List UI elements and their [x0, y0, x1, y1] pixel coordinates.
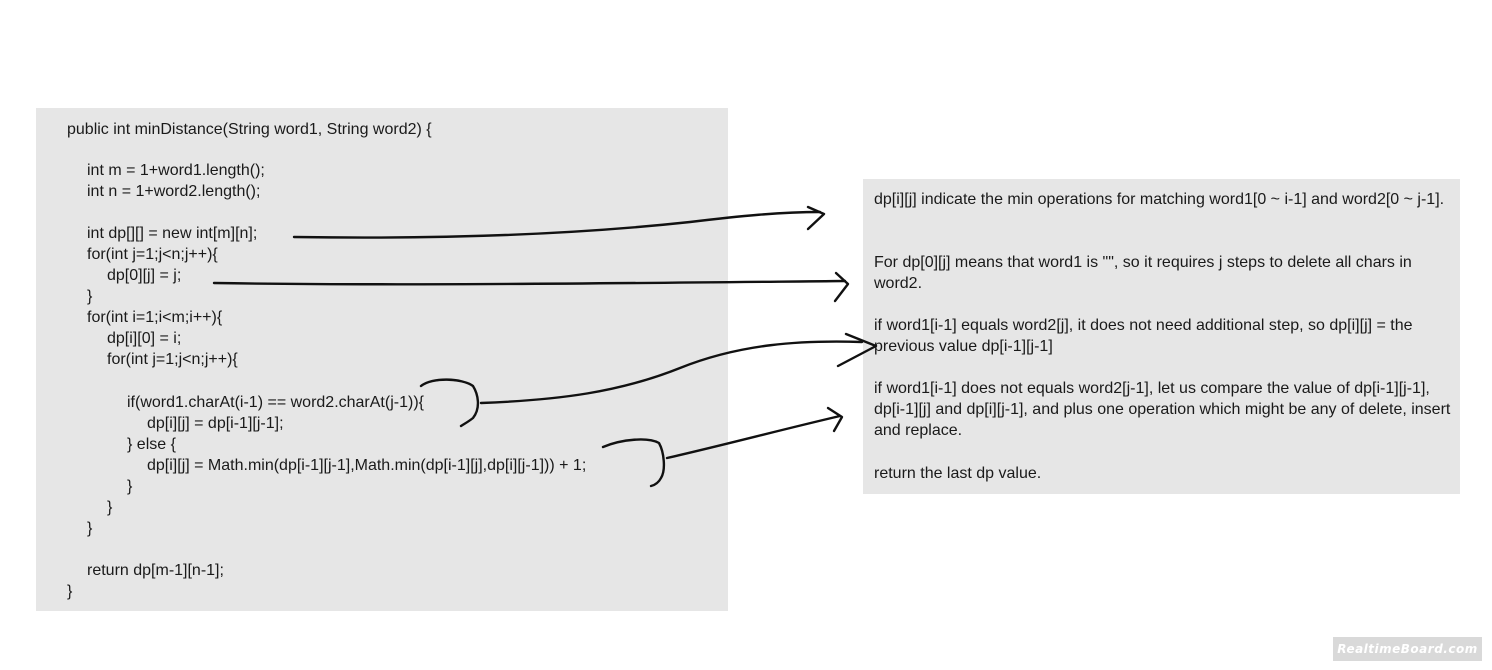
arrowhead-dp-declaration	[806, 205, 826, 231]
code-line: int n = 1+word2.length();	[87, 183, 261, 200]
note-different-chars: if word1[i-1] does not equals word2[j-1]…	[874, 380, 1451, 439]
note-equal-chars: if word1[i-1] equals word2[j], it does n…	[874, 317, 1413, 355]
code-line: dp[i][0] = i;	[107, 330, 182, 347]
code-line: }	[127, 478, 133, 495]
code-line: dp[0][j] = j;	[107, 267, 182, 284]
code-panel: public int minDistance(String word1, Str…	[36, 108, 728, 611]
code-line: for(int j=1;j<n;j++){	[87, 246, 218, 263]
notes-panel: dp[i][j] indicate the min operations for…	[863, 179, 1460, 494]
note-return-value: return the last dp value.	[874, 465, 1042, 482]
code-line: } else {	[127, 436, 176, 453]
note-dp-definition: dp[i][j] indicate the min operations for…	[874, 191, 1445, 208]
code-line: if(word1.charAt(i-1) == word2.charAt(j-1…	[127, 394, 424, 411]
code-line: int dp[][] = new int[m][n];	[87, 225, 258, 242]
code-line: return dp[m-1][n-1];	[87, 562, 224, 579]
code-line: for(int i=1;i<m;i++){	[87, 309, 223, 326]
code-line: int m = 1+word1.length();	[87, 162, 265, 179]
code-line: }	[67, 583, 73, 600]
watermark-logo: RealtimeBoard.com	[1333, 637, 1482, 661]
note-base-case: For dp[0][j] means that word1 is "", so …	[874, 254, 1412, 292]
code-line: }	[107, 499, 113, 516]
code-line: for(int j=1;j<n;j++){	[107, 351, 238, 368]
code-line: dp[i][j] = Math.min(dp[i-1][j-1],Math.mi…	[147, 457, 587, 474]
arrowhead-else-statement	[826, 406, 844, 433]
code-line: }	[87, 288, 93, 305]
code-line: dp[i][j] = dp[i-1][j-1];	[147, 415, 284, 432]
code-line: public int minDistance(String word1, Str…	[67, 121, 432, 138]
code-line: }	[87, 520, 93, 537]
arrowhead-base-case	[833, 271, 850, 303]
